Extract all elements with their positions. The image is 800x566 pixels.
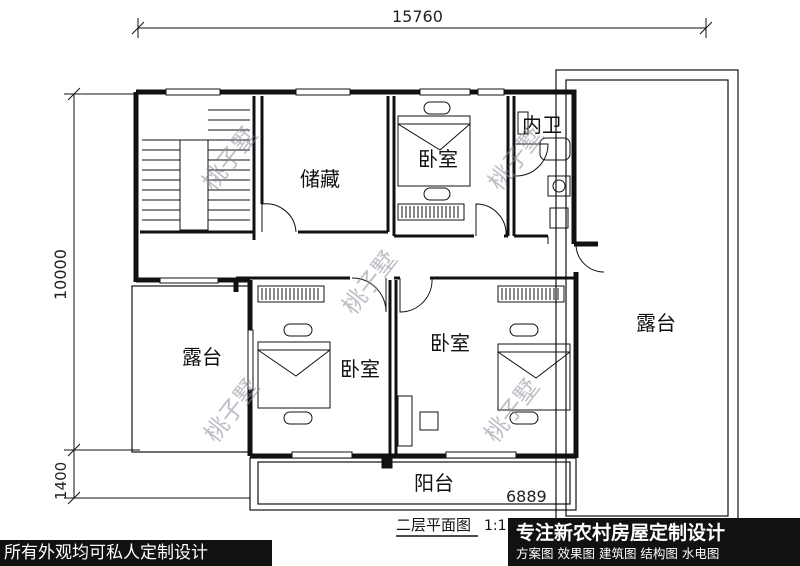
- label-bedroom-center: 卧室: [430, 331, 470, 355]
- wardrobe-top: [397, 203, 465, 221]
- brand-panel: 专注新农村房屋定制设计 方案图 效果图 建筑图 结构图 水电图: [508, 518, 800, 566]
- brand-services: 方案图 效果图 建筑图 结构图 水电图: [516, 546, 720, 561]
- dimension-height-total: 10000: [51, 249, 70, 300]
- wardrobe-right: [497, 285, 565, 303]
- customization-banner: 所有外观均可私人定制设计: [0, 540, 272, 566]
- label-terrace-right: 露台: [636, 311, 676, 335]
- desk-chair: [397, 395, 439, 447]
- label-inner-bath: 内卫: [522, 113, 562, 137]
- watermark-4: 桃子墅: [199, 374, 265, 448]
- door-bathroom: [515, 143, 549, 177]
- door-bedroom-top: [475, 203, 507, 237]
- dimension-width-total: 15760: [392, 7, 443, 26]
- bed-left-bedroom: [257, 323, 331, 425]
- watermark-2: 桃子墅: [483, 122, 549, 196]
- terrace-right-outline: [555, 69, 739, 527]
- brand-title: 专注新农村房屋定制设计: [516, 522, 726, 544]
- dimension-height-balcony: 1400: [52, 462, 70, 500]
- door-storage: [261, 203, 297, 233]
- staircase: [142, 109, 250, 231]
- door-bedroom-center: [399, 277, 433, 313]
- door-bedroom-left: [351, 277, 387, 313]
- drawing-title: 二层平面图: [396, 516, 471, 534]
- label-bedroom-top: 卧室: [418, 147, 458, 171]
- label-balcony: 阳台: [414, 471, 454, 495]
- bed-top-bedroom: [397, 101, 471, 201]
- drawing-scale: 1:1: [484, 518, 507, 534]
- watermark-5: 桃子墅: [479, 374, 545, 448]
- label-storage: 储藏: [300, 167, 340, 191]
- watermark-3: 桃子墅: [337, 246, 403, 320]
- exterior-wall-top: [136, 89, 577, 244]
- label-bedroom-left: 卧室: [340, 357, 380, 381]
- bathroom-fixtures: [517, 111, 571, 229]
- label-terrace-left: 露台: [182, 345, 222, 369]
- bed-center-bedroom: [497, 323, 571, 425]
- door-terrace: [547, 236, 605, 273]
- dimension-width-balcony: 6889: [506, 487, 547, 506]
- wardrobe-left: [257, 285, 325, 303]
